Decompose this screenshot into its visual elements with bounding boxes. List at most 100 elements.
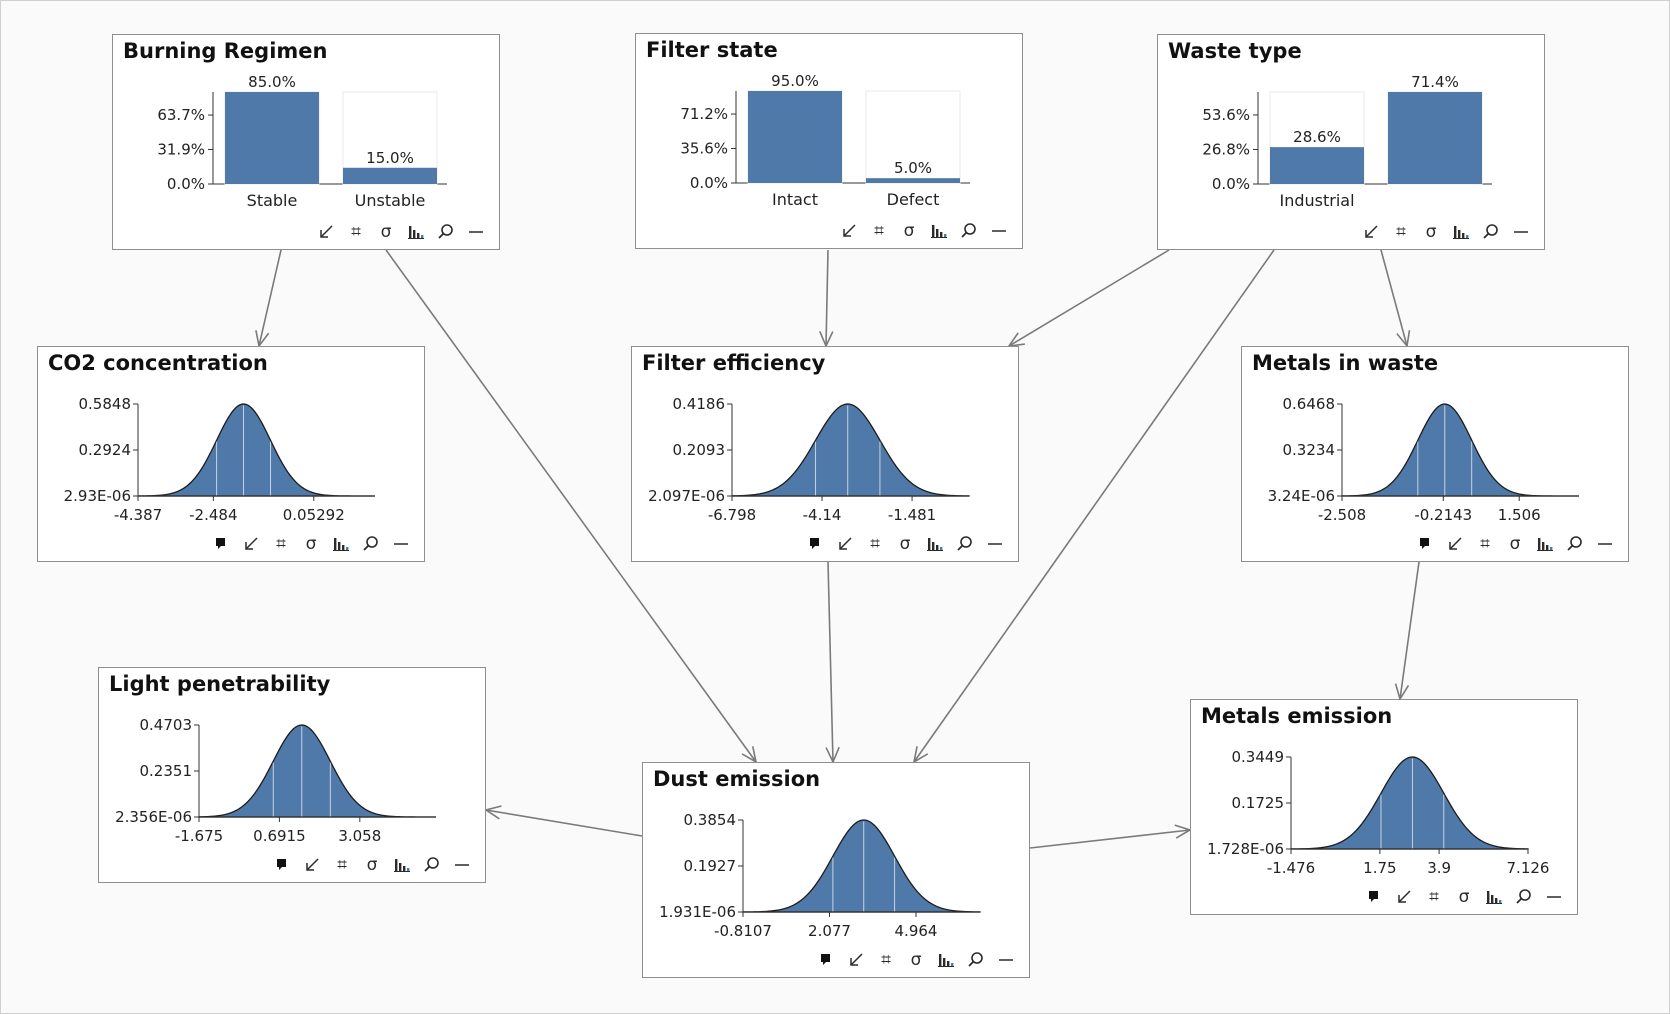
bar-chart-icon[interactable] [1446,221,1476,243]
link-arrow-icon[interactable] [834,220,864,242]
link-arrow-icon[interactable] [830,533,860,555]
density-area [1290,756,1529,850]
bar-industrial[interactable] [1270,147,1364,184]
bar-value-label: 95.0% [771,72,819,90]
grid-hash-icon[interactable]: ⌗ [1429,887,1439,907]
sigma-icon[interactable]: σ [1425,222,1437,242]
bar-chart-icon[interactable] [920,533,950,555]
node-title: Metals in waste [1252,351,1439,375]
sigma-icon[interactable]: σ [305,534,317,554]
arrowhead [912,746,929,764]
sigma-icon[interactable]: σ [380,222,392,242]
search-icon[interactable] [954,220,984,242]
link-arrow-icon[interactable] [1389,886,1419,908]
arrowhead [1396,330,1411,348]
node-toolbar: ⌗σ [1356,221,1536,243]
evidence-pin-icon[interactable] [811,949,841,971]
search-icon[interactable] [356,533,386,555]
y-tick-label: 0.2924 [79,441,132,459]
minimize-icon[interactable] [991,949,1021,971]
grid-hash-icon[interactable]: ⌗ [874,221,884,241]
grid-hash-icon[interactable]: ⌗ [276,534,286,554]
search-icon[interactable] [950,533,980,555]
link-arrow-icon[interactable] [311,221,341,243]
grid-hash-icon[interactable]: ⌗ [1480,534,1490,554]
category-label: Industrial [1279,191,1354,210]
link-arrow-icon[interactable] [236,533,266,555]
evidence-pin-icon[interactable] [206,533,236,555]
node-toolbar: ⌗σ [1410,533,1620,555]
minimize-icon[interactable] [1539,886,1569,908]
sigma-icon[interactable]: σ [1458,887,1470,907]
y-tick-label: 26.8% [1202,140,1250,158]
search-icon[interactable] [1476,221,1506,243]
evidence-pin-icon[interactable] [800,533,830,555]
evidence-pin-icon[interactable] [267,854,297,876]
minimize-icon[interactable] [386,533,416,555]
search-icon[interactable] [1509,886,1539,908]
y-tick-label: 0.2093 [673,441,726,459]
node-title: Waste type [1168,39,1302,63]
search-icon[interactable] [961,949,991,971]
bar-defect[interactable] [866,178,960,183]
bar-intact[interactable] [748,91,842,183]
bar-unstable[interactable] [343,167,437,184]
minimize-icon[interactable] [984,220,1014,242]
search-icon[interactable] [417,854,447,876]
link-arrow-icon[interactable] [841,949,871,971]
y-tick-label: 0.4703 [140,716,193,734]
bar-chart-icon[interactable] [326,533,356,555]
evidence-pin-icon[interactable] [1410,533,1440,555]
grid-hash-icon[interactable]: ⌗ [881,950,891,970]
minimize-icon[interactable] [447,854,477,876]
search-icon[interactable] [431,221,461,243]
bar-chart-icon[interactable] [1479,886,1509,908]
grid-hash-icon[interactable]: ⌗ [351,222,361,242]
minimize-icon[interactable] [1506,221,1536,243]
bar-chart-icon[interactable] [1530,533,1560,555]
minimize-icon[interactable] [980,533,1010,555]
bar-stable[interactable] [225,92,319,184]
bar-category-2[interactable] [1388,92,1482,184]
y-tick-label: 0.5848 [79,395,132,413]
bar-chart-icon[interactable] [931,949,961,971]
edge-metals-in-waste-to-metals-emission [1394,561,1420,701]
sigma-icon[interactable]: σ [899,534,911,554]
grid-hash-icon[interactable]: ⌗ [870,534,880,554]
link-arrow-icon[interactable] [1440,533,1470,555]
evidence-pin-icon[interactable] [1359,886,1389,908]
sigma-icon[interactable]: σ [910,950,922,970]
link-arrow-icon[interactable] [1356,221,1386,243]
grid-hash-icon[interactable]: ⌗ [1396,222,1406,242]
x-tick-label: 1.506 [1498,506,1541,524]
y-tick-label: 2.93E-06 [64,487,131,505]
grid-hash-icon[interactable]: ⌗ [337,855,347,875]
y-tick-label: 2.356E-06 [115,808,192,826]
bar-chart-icon[interactable] [387,854,417,876]
minimize-icon[interactable] [1590,533,1620,555]
link-arrow-icon[interactable] [297,854,327,876]
y-tick-label: 0.1927 [684,857,737,875]
y-tick-label: 0.3234 [1283,441,1336,459]
bar-chart-icon[interactable] [924,220,954,242]
sigma-icon[interactable]: σ [366,855,378,875]
x-tick-label: 0.05292 [283,506,345,524]
minimize-icon[interactable] [461,221,491,243]
sigma-icon[interactable]: σ [903,221,915,241]
bar-chart-icon[interactable] [401,221,431,243]
category-label: Defect [887,190,940,209]
search-icon[interactable] [1560,533,1590,555]
sigma-icon[interactable]: σ [1509,534,1521,554]
